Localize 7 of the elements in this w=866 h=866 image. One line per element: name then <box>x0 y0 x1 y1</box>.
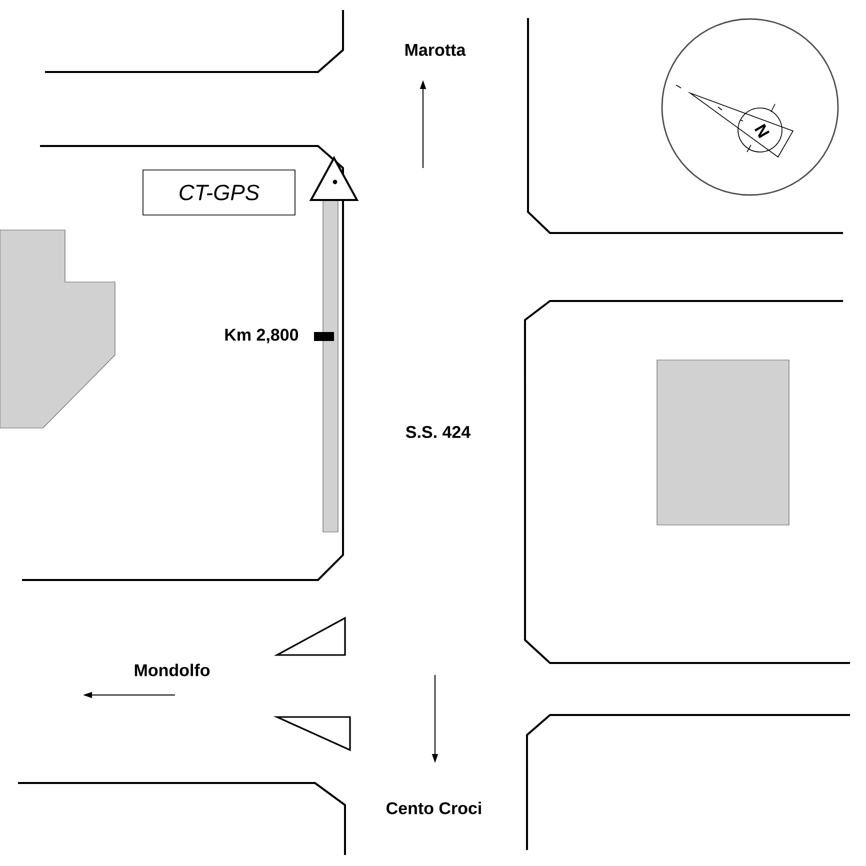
place-name: Cento Croci <box>386 802 481 814</box>
road-name: S.S. 424 <box>406 426 470 438</box>
compass-letter: N <box>754 124 770 138</box>
place-name: Marotta <box>405 44 466 56</box>
place-name: Mondolfo <box>134 664 210 676</box>
station-label-box: CT-GPS <box>142 170 296 216</box>
kilometer-label: Km 2,800 <box>225 328 298 344</box>
